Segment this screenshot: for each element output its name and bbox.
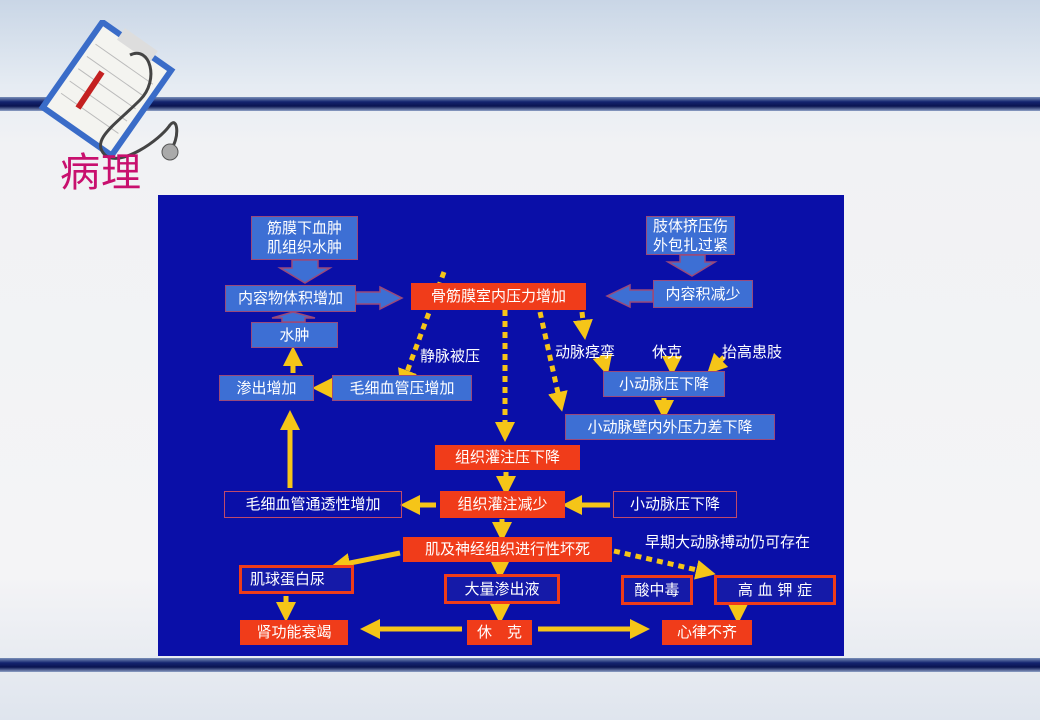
slide-title: 病理: [60, 150, 142, 196]
node-capillary-permeability: 毛细血管通透性增加: [224, 491, 402, 518]
node-mass-exudate: 大量渗出液: [444, 574, 560, 604]
node-acidosis: 酸中毒: [621, 575, 693, 605]
node-hyperkalemia: 高 血 钾 症: [714, 575, 836, 605]
node-content-volume-increase: 内容物体积增加: [225, 285, 356, 312]
label-shock: 休克: [652, 343, 683, 361]
arrow-edema-n2: [271, 311, 316, 323]
node-myoglobinuria: 肌球蛋白尿: [239, 565, 354, 594]
node-volume-decrease: 内容积减少: [653, 280, 753, 308]
arrow-n3-n4: [665, 254, 718, 277]
node-perfusion-decrease: 组织灌注减少: [440, 491, 565, 518]
node-subfascial-hematoma: 筋膜下血肿肌组织水肿: [251, 216, 358, 260]
arrow-n4-center: [605, 283, 654, 309]
node-necrosis: 肌及神经组织进行性坏死: [403, 537, 612, 562]
node-shock: 休 克: [467, 620, 532, 645]
label-early-pulse: 早期大动脉搏动仍可存在: [645, 533, 811, 551]
node-renal-failure: 肾功能衰竭: [240, 620, 348, 645]
node-edema: 水肿: [251, 322, 338, 348]
node-arteriole-pressure-drop-2: 小动脉压下降: [613, 491, 737, 518]
label-vein-compressed: 静脉被压: [420, 347, 481, 365]
node-arteriole-pressure-drop: 小动脉压下降: [603, 371, 725, 397]
bottom-band: [0, 658, 1040, 672]
node-arrhythmia: 心律不齐: [662, 620, 752, 645]
label-artery-spasm: 动脉痉挛: [555, 343, 616, 361]
node-compartment-pressure-increase: 骨筋膜室内压力增加: [411, 283, 586, 310]
node-exudate-increase: 渗出增加: [219, 375, 314, 401]
arrow-n2-center: [355, 285, 404, 311]
node-perfusion-pressure-drop: 组织灌注压下降: [435, 445, 580, 470]
clipboard-stethoscope-icon: [38, 20, 179, 161]
top-band: [0, 97, 1040, 111]
node-arteriole-wall-gradient: 小动脉壁内外压力差下降: [565, 414, 775, 440]
label-elevate-limb: 抬高患肢: [722, 343, 783, 361]
arrow-n1-n2: [277, 259, 333, 284]
node-limb-crush: 肢体挤压伤外包扎过紧: [646, 216, 735, 255]
node-capillary-pressure: 毛细血管压增加: [332, 375, 472, 401]
